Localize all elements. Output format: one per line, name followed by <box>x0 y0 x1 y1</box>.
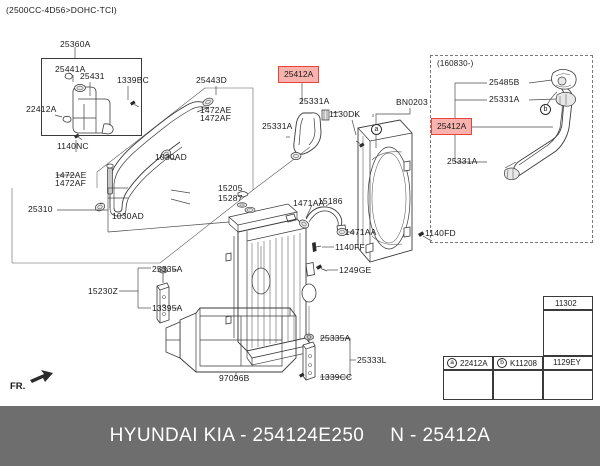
label-1249ge: 1249GE <box>339 265 372 275</box>
callout-a: a <box>371 124 382 135</box>
label-25443d: 25443D <box>196 75 227 85</box>
legend-11302-icon-cell <box>543 310 593 356</box>
label-25331a-d: 25331A <box>447 156 478 166</box>
fan-shroud-art <box>355 119 429 263</box>
label-1471aa-a: 1471AA <box>293 198 325 208</box>
footer-brand-part-number: HYUNDAI KIA - 254124E250 <box>109 425 365 446</box>
label-1130dk: 1130DK <box>329 109 361 119</box>
lower-radiator-hose-art <box>298 206 348 236</box>
label-15287: 15287 <box>218 193 243 203</box>
label-1140nc: 1140NC <box>57 141 89 151</box>
label-25335a-a: 25335A <box>152 264 183 274</box>
label-13395a: 13395A <box>152 303 183 313</box>
label-1030ad-a: 1030AD <box>155 152 187 162</box>
label-22412a: 22412A <box>26 104 57 114</box>
footer-alt-part-number: N - 25412A <box>390 425 491 446</box>
footer-bar: HYUNDAI KIA - 254124E250 N - 25412A <box>0 406 600 466</box>
legend-table: 11302 a 22412A b K11208 1129EY <box>443 296 593 400</box>
label-25331a-a: 25331A <box>299 96 330 106</box>
label-25331a-b: 25331A <box>262 121 293 131</box>
reservoir-group-box <box>41 58 142 136</box>
label-25310: 25310 <box>28 204 53 214</box>
variant-hose-art <box>504 69 577 181</box>
label-1339bc: 1339BC <box>117 75 149 85</box>
legend-1129ey-icon-cell <box>543 370 593 400</box>
fr-arrow-icon <box>30 370 53 383</box>
label-1030ad-b: 1030AD <box>112 211 144 221</box>
legend-22412a-id: 22412A <box>460 358 488 368</box>
label-15205: 15205 <box>218 183 243 193</box>
label-25441a: 25441A <box>55 64 86 74</box>
highlight-25412a-variant: 25412A <box>431 118 473 135</box>
highlight-25412a-main: 25412A <box>278 66 320 83</box>
radiator-assembly-art <box>225 203 328 367</box>
variant-date-code: (160830-) <box>437 59 474 68</box>
label-25335a-b: 25335A <box>320 333 351 343</box>
front-direction-marker: FR. <box>10 377 25 392</box>
variant-date-panel <box>430 55 593 243</box>
lower-right-bracket-art <box>299 306 316 381</box>
legend-top-header-cell <box>543 296 593 310</box>
legend-1129ey-id: 1129EY <box>553 358 581 367</box>
coolant-reservoir-art <box>62 72 114 135</box>
legend-mark-b: b <box>497 358 507 368</box>
label-25333l: 25333L <box>357 355 387 365</box>
label-1140ff: 1140FF <box>335 242 365 252</box>
label-25360a: 25360A <box>60 39 91 49</box>
label-bn0203: BN0203 <box>396 97 428 107</box>
label-15230z: 15230Z <box>88 286 119 296</box>
label-1472ae-a: 1472AE <box>200 105 232 115</box>
label-25485b: 25485B <box>489 77 520 87</box>
fr-label: FR. <box>10 381 26 392</box>
label-15186: 15186 <box>318 196 343 206</box>
legend-22412a-icon-cell <box>443 370 493 400</box>
label-25431: 25431 <box>80 71 105 81</box>
label-25331a-c: 25331A <box>489 94 520 104</box>
label-1472ae-b: 1472AE <box>55 170 87 180</box>
legend-k11208-id: K11208 <box>510 358 537 368</box>
legend-22412a-caption: a 22412A <box>447 358 488 368</box>
label-1339cc: 1339CC <box>320 372 353 382</box>
legend-k11208-icon-cell <box>493 370 543 400</box>
label-1471aa-b: 1471AA <box>345 227 377 237</box>
legend-k11208-caption: b K11208 <box>497 358 537 368</box>
label-97096b: 97096B <box>219 373 250 383</box>
legend-11302-id: 11302 <box>555 299 577 308</box>
perspective-guides <box>11 87 311 264</box>
label-1472af-a: 1472AF <box>200 113 231 123</box>
legend-1129ey-header-cell <box>543 356 593 370</box>
engine-spec-note: (2500CC-4D56>DOHC-TCI) <box>6 5 117 15</box>
under-cover-art <box>165 307 297 373</box>
label-1472af-b: 1472AF <box>55 178 86 188</box>
bolt-1339bc-art <box>130 100 140 108</box>
legend-mark-a: a <box>447 358 457 368</box>
radiator-cap-parts-art <box>236 191 249 208</box>
label-1140fd: 1140FD <box>425 228 456 238</box>
radiator-upper-hose-art <box>290 109 330 160</box>
bolt-1140nc-art <box>74 133 83 140</box>
callout-b: b <box>540 104 551 115</box>
coolant-pipe-assembly-art <box>94 97 214 217</box>
lower-left-bracket-art <box>156 266 170 324</box>
